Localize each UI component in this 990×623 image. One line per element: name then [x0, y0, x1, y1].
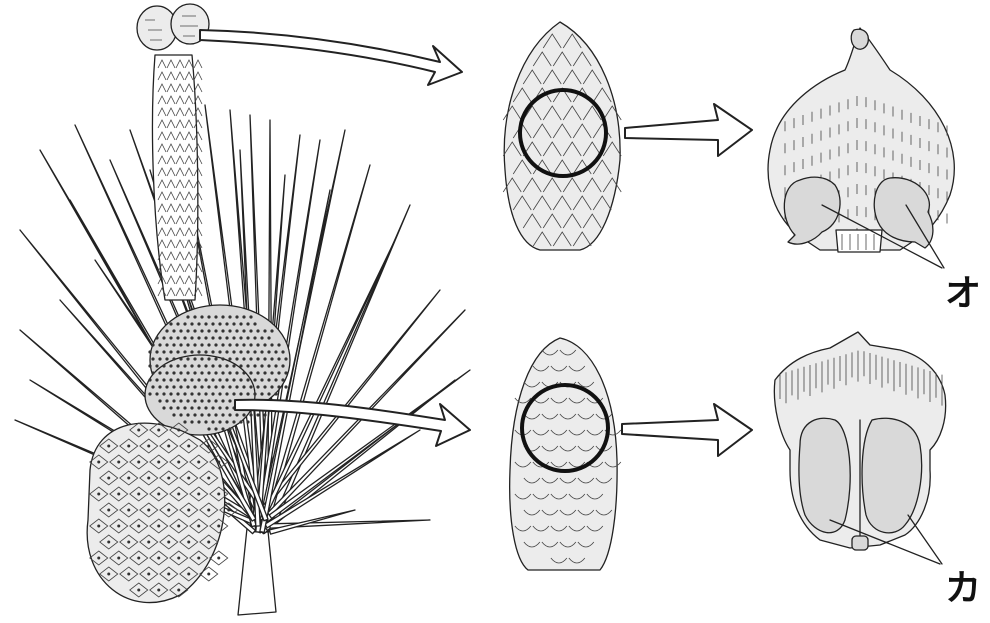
female-cone-enlarged	[503, 22, 621, 250]
stamen-scale	[774, 332, 945, 564]
pine-branch	[15, 4, 470, 615]
arrow-upper-right	[625, 104, 752, 156]
label-lower-part: カ	[945, 568, 981, 609]
label-upper-part: オ	[945, 273, 981, 314]
male-cone-enlarged	[510, 338, 621, 570]
pollen-sac-left	[799, 418, 850, 532]
arrow-lower-right	[622, 404, 752, 456]
arrows	[200, 30, 752, 456]
young-shoot	[137, 4, 209, 300]
seed-scale	[768, 28, 954, 268]
arrow-upper-left	[200, 30, 462, 85]
